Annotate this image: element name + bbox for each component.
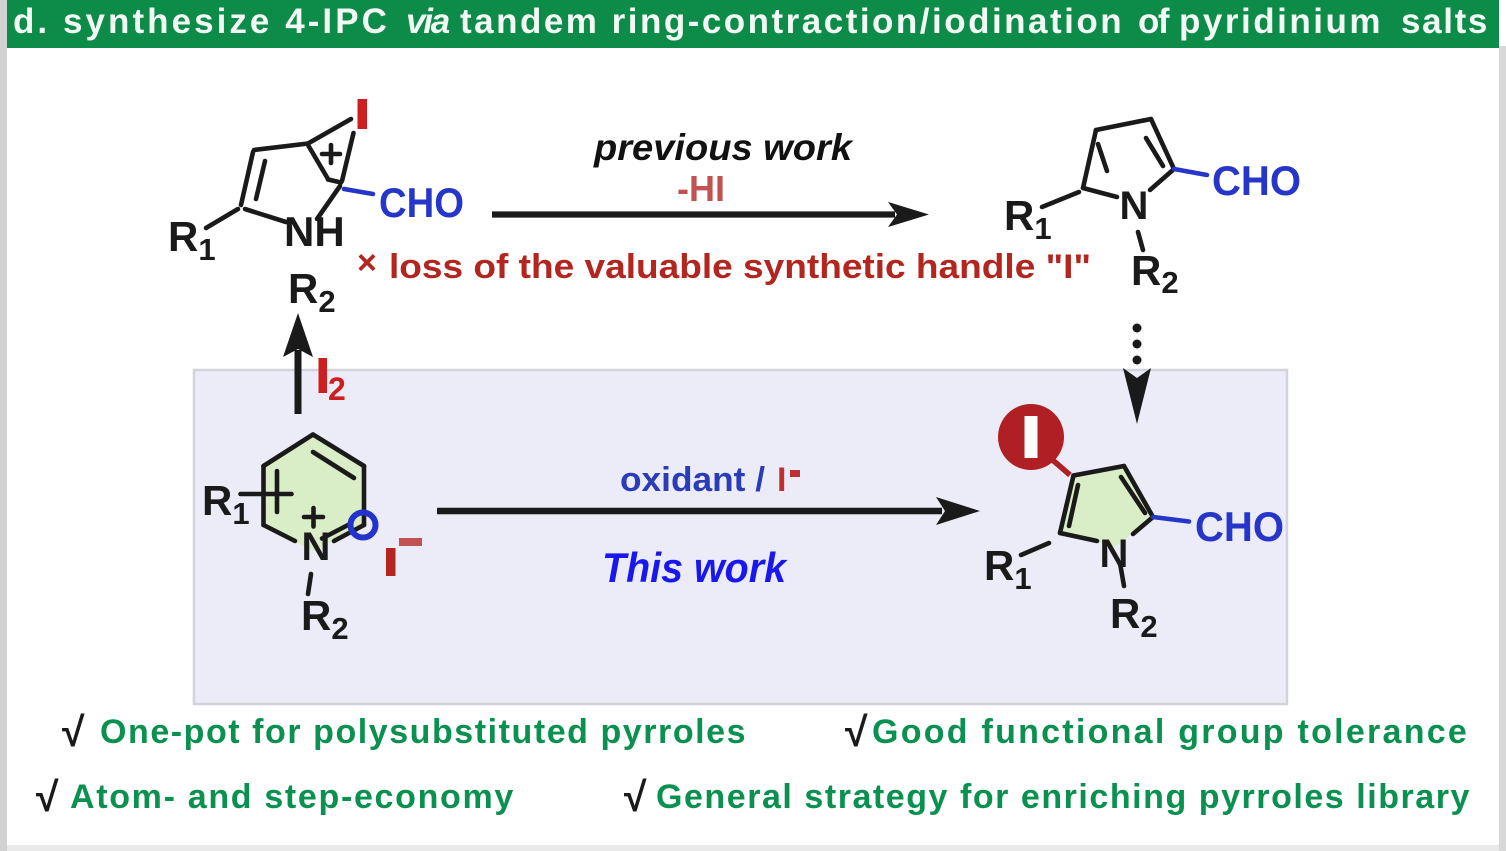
svg-text:N: N	[1100, 532, 1129, 576]
svg-text:N: N	[302, 525, 331, 569]
svg-text:CHO: CHO	[379, 179, 464, 226]
svg-text:CHO: CHO	[1195, 503, 1284, 550]
svg-text:R1: R1	[1004, 192, 1052, 246]
svg-text:This work: This work	[602, 544, 788, 591]
svg-text:oxidant /: oxidant /	[620, 461, 766, 499]
svg-text:2: 2	[328, 371, 346, 407]
svg-text:R1: R1	[202, 477, 250, 531]
svg-text:R2: R2	[1131, 247, 1179, 300]
svg-text:previous work: previous work	[593, 127, 855, 168]
svg-text:R2: R2	[288, 265, 336, 319]
svg-text:loss of the valuable synthetic: loss of the valuable synthetic handle "I…	[389, 248, 1091, 286]
svg-text:×: ×	[357, 244, 377, 282]
svg-text:N: N	[1120, 184, 1149, 228]
svg-text:I: I	[777, 461, 786, 499]
svg-text:-HI: -HI	[677, 168, 725, 209]
svg-text:NH: NH	[284, 208, 345, 255]
svg-text:R1: R1	[168, 213, 216, 267]
svg-text:CHO: CHO	[1212, 157, 1301, 204]
